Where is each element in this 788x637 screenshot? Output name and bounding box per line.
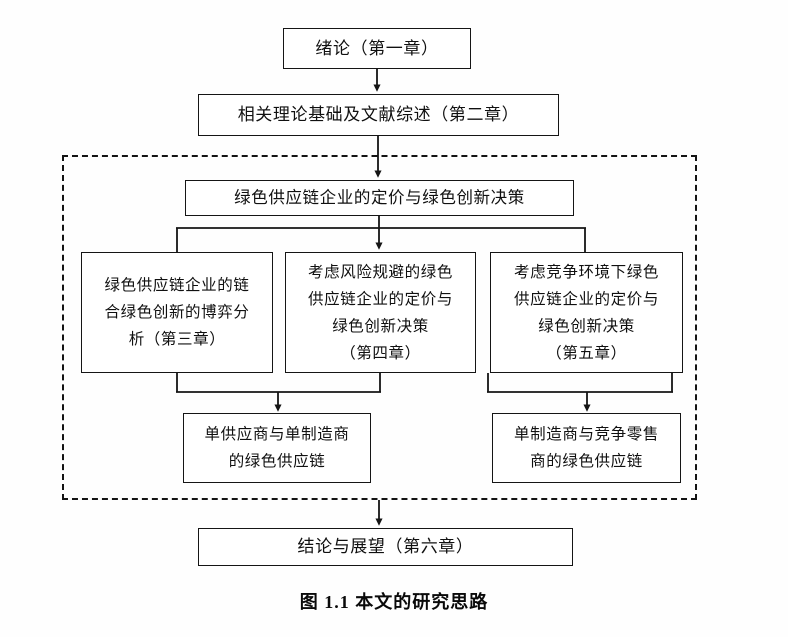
node-chapter-5: 考虑竞争环境下绿色 供应链企业的定价与 绿色创新决策 （第五章） xyxy=(490,252,683,373)
node-chapter-3: 绿色供应链企业的链 合绿色创新的博弈分 析（第三章） xyxy=(81,252,273,373)
node-chapter-3-label: 绿色供应链企业的链 合绿色创新的博弈分 析（第三章） xyxy=(104,277,250,348)
node-core-topic-label: 绿色供应链企业的定价与绿色创新决策 xyxy=(234,188,525,207)
node-literature-review: 相关理论基础及文献综述（第二章） xyxy=(198,94,559,136)
node-conclusion-label: 结论与展望（第六章） xyxy=(297,537,474,556)
node-supply-chain-single-supplier-manufacturer: 单供应商与单制造商 的绿色供应链 xyxy=(183,413,371,483)
node-literature-review-label: 相关理论基础及文献综述（第二章） xyxy=(237,105,520,124)
node-chapter-5-label: 考虑竞争环境下绿色 供应链企业的定价与 绿色创新决策 （第五章） xyxy=(514,263,659,362)
node-chapter-4-label: 考虑风险规避的绿色 供应链企业的定价与 绿色创新决策 （第四章） xyxy=(308,263,453,362)
node-supply-chain-manufacturer-competing-retailers: 单制造商与竞争零售 商的绿色供应链 xyxy=(492,413,681,483)
node-supply-chain-2-label: 单制造商与竞争零售 商的绿色供应链 xyxy=(514,426,659,470)
node-introduction-label: 绪论（第一章） xyxy=(315,38,439,58)
node-chapter-4: 考虑风险规避的绿色 供应链企业的定价与 绿色创新决策 （第四章） xyxy=(285,252,476,373)
node-conclusion: 结论与展望（第六章） xyxy=(198,528,573,566)
node-core-topic: 绿色供应链企业的定价与绿色创新决策 xyxy=(185,180,574,216)
figure-caption: 图 1.1 本文的研究思路 xyxy=(299,592,489,612)
research-scope-dashed-group xyxy=(62,155,697,500)
node-supply-chain-1-label: 单供应商与单制造商 的绿色供应链 xyxy=(204,426,350,470)
node-introduction: 绪论（第一章） xyxy=(283,28,471,69)
